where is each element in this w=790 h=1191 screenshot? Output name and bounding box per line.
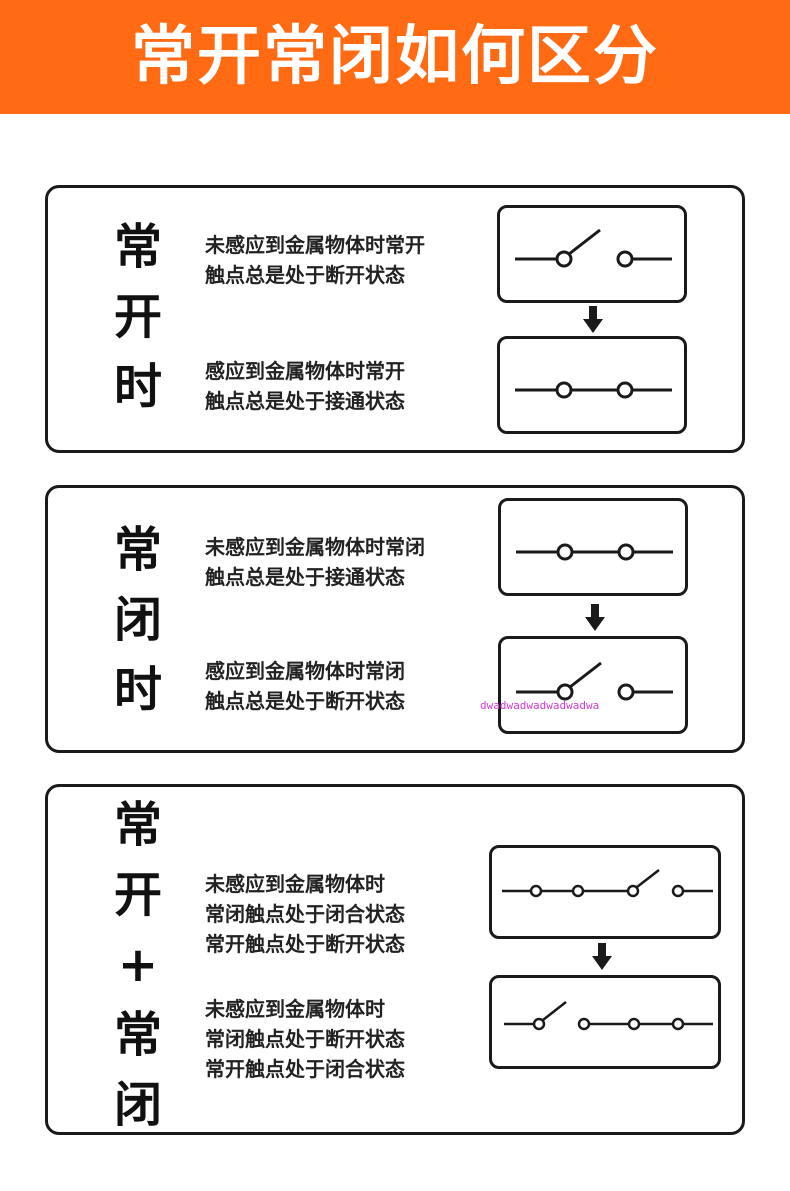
desc-line: 未感应到金属物体时常闭 (205, 535, 425, 559)
desc-line: 触点总是处于接通状态 (205, 389, 405, 413)
desc-line: 未感应到金属物体时常开 (205, 233, 425, 257)
switch-diagram-open (497, 205, 687, 303)
heading-char: 常 (113, 797, 162, 853)
open-switch-icon (515, 228, 672, 268)
desc-line: 触点总是处于断开状态 (205, 263, 405, 287)
desc-line: 感应到金属物体时常开 (205, 359, 405, 383)
section-1-desc-top: 未感应到金属物体时常开 触点总是处于断开状态 (205, 230, 425, 290)
switch-diagram-closed (498, 498, 688, 596)
desc-line: 常开触点处于断开状态 (205, 932, 405, 956)
closed-switch-icon (516, 543, 673, 561)
section-open-plus-closed (45, 784, 745, 1135)
heading-char: 常 (113, 219, 162, 275)
heading-char: + (117, 937, 159, 993)
arrow-down-icon (585, 604, 605, 631)
title-banner (0, 0, 790, 114)
closed-open-switch-pair-icon (502, 869, 713, 898)
closed-switch-icon (515, 381, 672, 399)
heading-char: 闭 (113, 1077, 162, 1133)
desc-line: 常闭触点处于闭合状态 (205, 902, 405, 926)
section-1-desc-bottom: 感应到金属物体时常开 触点总是处于接通状态 (205, 356, 405, 416)
arrow-down-icon (583, 306, 603, 333)
heading-char: 开 (113, 867, 162, 923)
heading-char: 时 (113, 662, 162, 718)
watermark-text: dwadwadwadwadwadwa (480, 699, 600, 712)
heading-char: 时 (113, 359, 162, 415)
section-2-desc-top: 未感应到金属物体时常闭 触点总是处于接通状态 (205, 532, 425, 592)
desc-line: 感应到金属物体时常闭 (205, 659, 405, 683)
open-switch-icon (516, 661, 673, 701)
section-3-heading: 常 开 + 常 闭 (108, 790, 168, 1140)
desc-line: 常开触点处于闭合状态 (205, 1057, 405, 1081)
switch-diagram-closed (497, 336, 687, 434)
heading-char: 开 (113, 289, 162, 345)
section-2-heading: 常 闭 时 (108, 515, 168, 725)
desc-line: 触点总是处于断开状态 (205, 689, 405, 713)
heading-char: 闭 (113, 592, 162, 648)
desc-line: 触点总是处于接通状态 (205, 565, 405, 589)
desc-line: 常闭触点处于断开状态 (205, 1027, 405, 1051)
page-title: 常开常闭如何区分 (131, 20, 659, 94)
heading-char: 常 (113, 1007, 162, 1063)
section-3-desc-top: 未感应到金属物体时 常闭触点处于闭合状态 常开触点处于断开状态 (205, 869, 405, 959)
open-closed-switch-pair-icon (504, 1001, 713, 1031)
switch-diagram-open (498, 636, 688, 734)
section-3-desc-bottom: 未感应到金属物体时 常闭触点处于断开状态 常开触点处于闭合状态 (205, 994, 405, 1084)
section-1-heading: 常 开 时 (108, 212, 168, 422)
desc-line: 未感应到金属物体时 (205, 997, 385, 1021)
switch-diagram-open-closed-pair (489, 975, 721, 1069)
arrow-down-icon (592, 943, 612, 970)
heading-char: 常 (113, 522, 162, 578)
switch-diagram-closed-open-pair (489, 845, 721, 939)
section-2-desc-bottom: 感应到金属物体时常闭 触点总是处于断开状态 (205, 656, 405, 716)
desc-line: 未感应到金属物体时 (205, 872, 385, 896)
